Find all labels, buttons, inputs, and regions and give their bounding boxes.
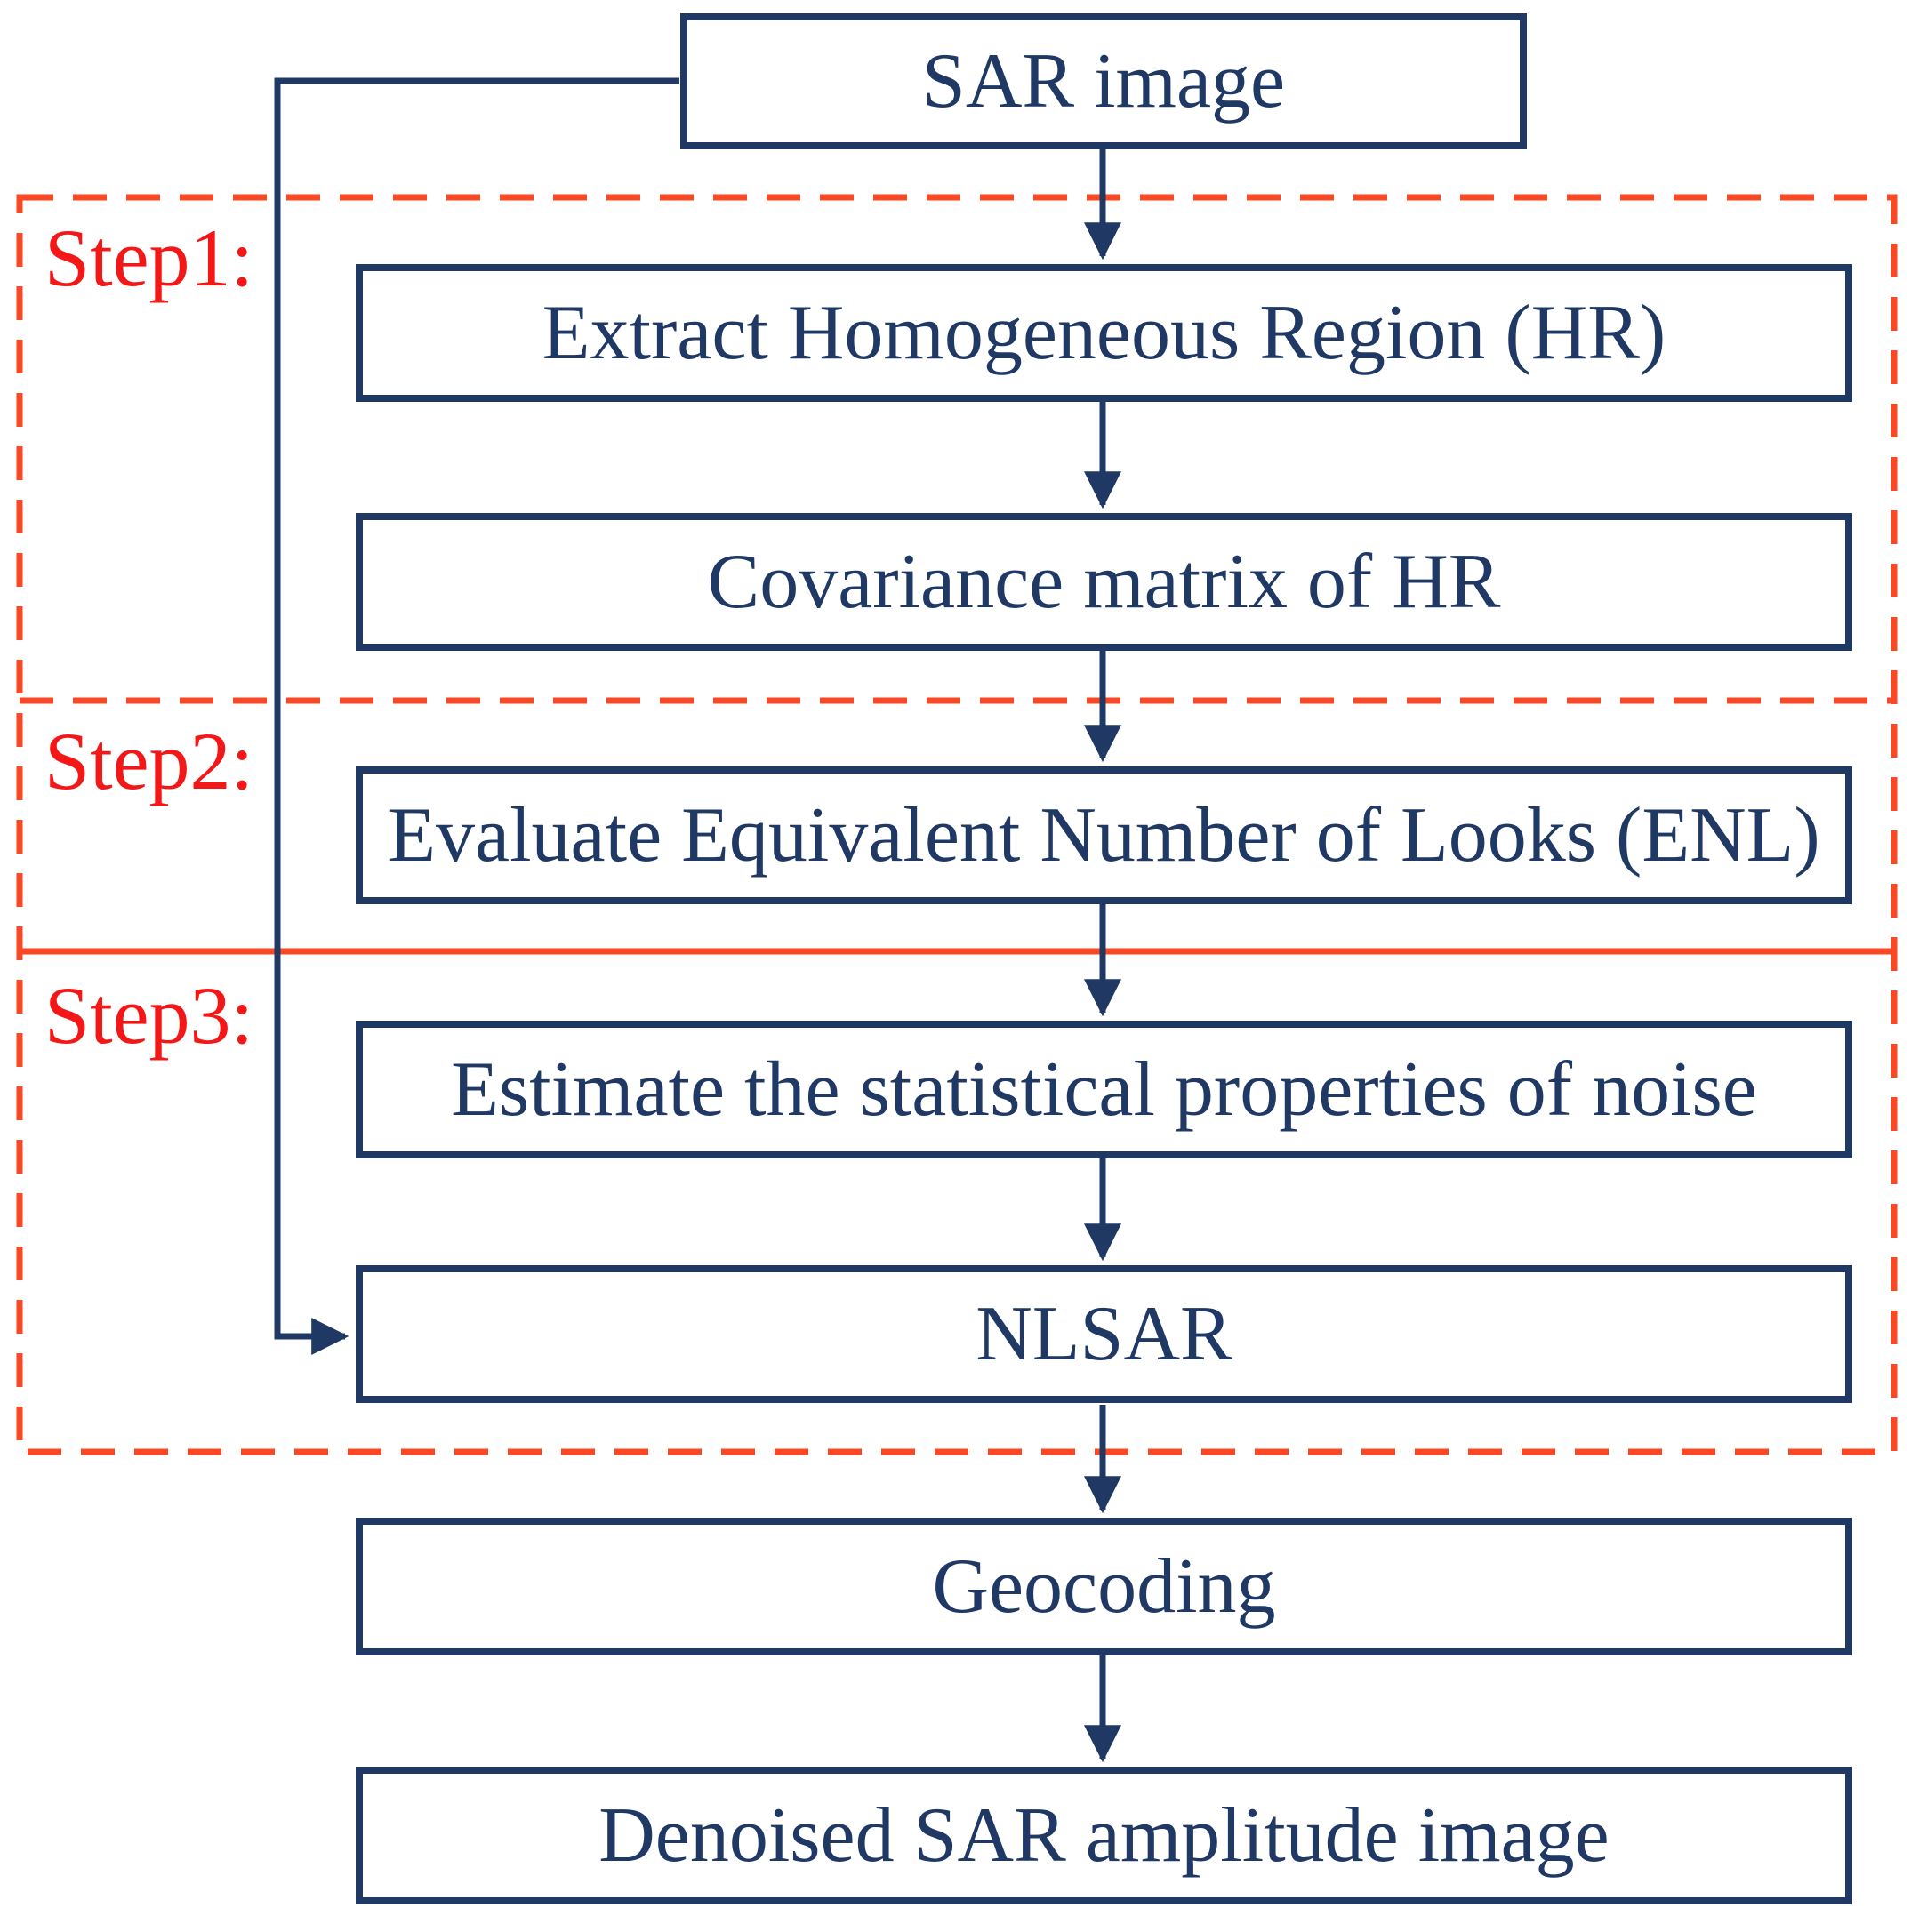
bypass-arrow-sar-to-nlsar: [274, 77, 679, 1355]
node-sar-image: SAR image: [680, 13, 1527, 149]
node-nlsar: NLSAR: [356, 1265, 1852, 1403]
node-denoised-sar-image: Denoised SAR amplitude image: [356, 1767, 1852, 1904]
node-estimate-noise-properties: Estimate the statistical properties of n…: [356, 1021, 1852, 1158]
step1-label: Step1:: [44, 212, 254, 303]
step2-label: Step2:: [44, 716, 254, 806]
node-geocoding: Geocoding: [356, 1518, 1852, 1655]
node-covariance-matrix: Covariance matrix of HR: [356, 513, 1852, 651]
steps-region-dashed-border: [16, 194, 1898, 1455]
node-extract-homogeneous-region: Extract Homogeneous Region (HR): [356, 264, 1852, 402]
step3-label: Step3:: [44, 970, 254, 1061]
node-evaluate-enl: Evaluate Equivalent Number of Looks (ENL…: [356, 766, 1852, 904]
